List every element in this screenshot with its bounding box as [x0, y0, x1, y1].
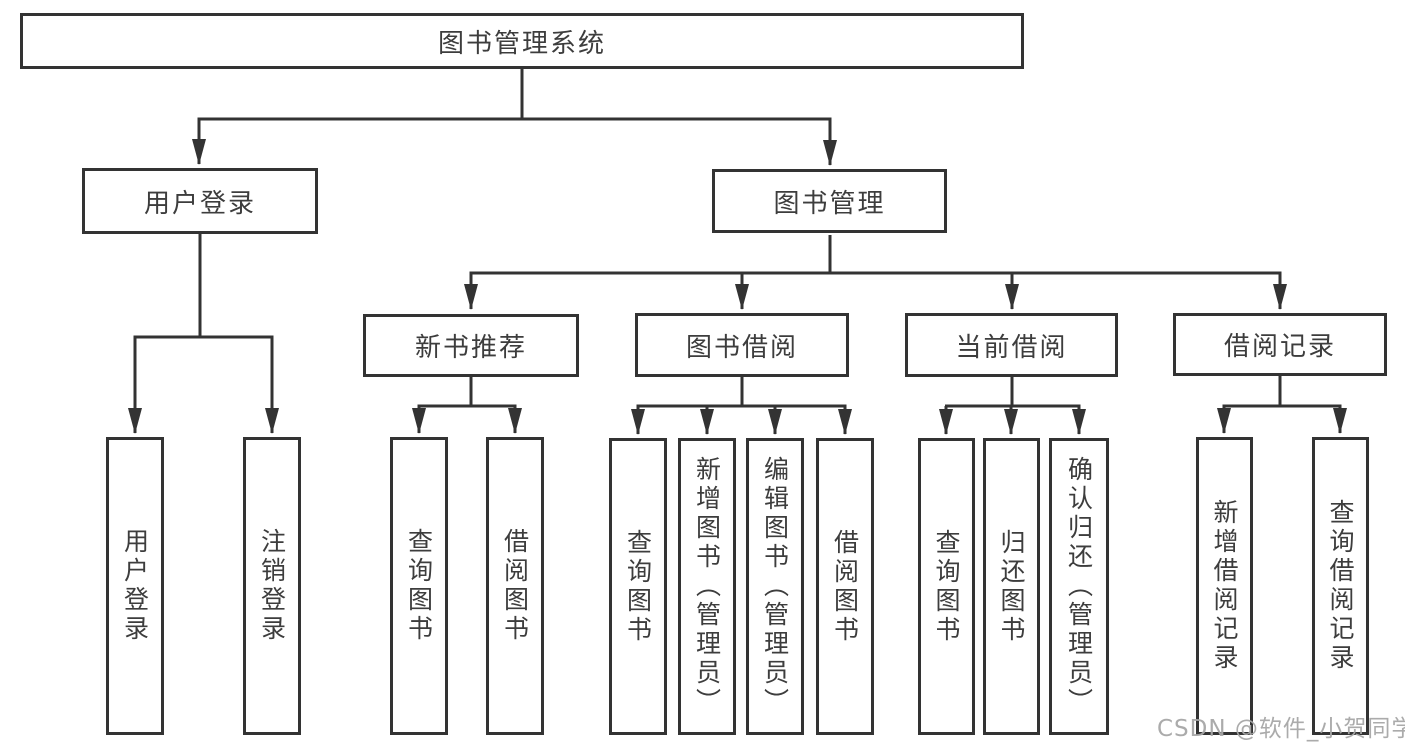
leaf-add-borrow-record: 新增借阅记录 [1196, 437, 1253, 735]
leaf-return-books: 归还图书 [983, 438, 1040, 735]
leaf-logout: 注销登录 [243, 437, 301, 735]
node-current-borrow: 当前借阅 [905, 313, 1118, 377]
leaf-edit-books-admin: 编辑图书（管理员） [746, 438, 804, 735]
node-book-management: 图书管理 [712, 169, 947, 233]
node-user-login: 用户登录 [82, 168, 318, 234]
leaf-borrow-books: 借阅图书 [816, 438, 874, 735]
node-new-book-recommend: 新书推荐 [363, 314, 579, 377]
leaf-query-borrow-record: 查询借阅记录 [1312, 437, 1369, 735]
leaf-query-books-recommend: 查询图书 [390, 437, 448, 735]
csdn-watermark: CSDN @软件_小贺同学 [1157, 716, 1405, 742]
leaf-user-login: 用户登录 [106, 437, 164, 735]
node-borrow-records: 借阅记录 [1173, 313, 1387, 376]
node-book-borrow: 图书借阅 [635, 313, 849, 377]
leaf-add-books-admin: 新增图书（管理员） [678, 438, 736, 735]
node-library-management-system: 图书管理系统 [20, 13, 1024, 69]
leaf-confirm-return-admin: 确认归还（管理员） [1049, 438, 1109, 735]
leaf-query-books-current: 查询图书 [918, 438, 975, 735]
leaf-borrow-books-recommend: 借阅图书 [486, 437, 544, 735]
leaf-query-books-borrow: 查询图书 [609, 438, 667, 735]
